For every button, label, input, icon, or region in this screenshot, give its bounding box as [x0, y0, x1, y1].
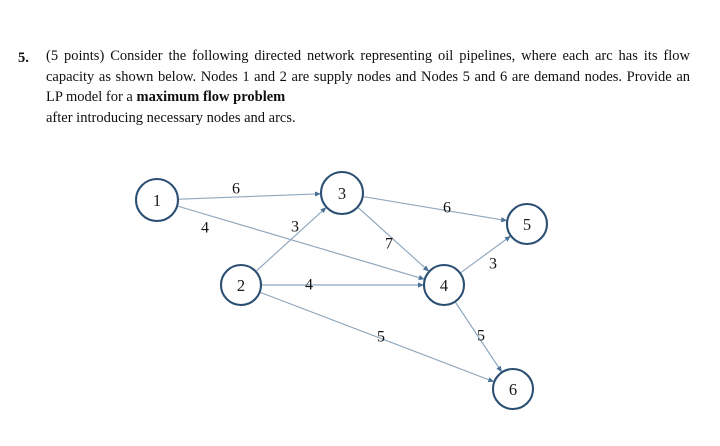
- arc-capacity-label-2-4: 4: [305, 277, 313, 294]
- node-label-3: 3: [338, 184, 346, 203]
- node-circle-2: [219, 263, 263, 307]
- arc-capacity-label-1-3: 6: [232, 181, 240, 198]
- arc-capacity-label-3-4: 7: [385, 236, 393, 253]
- arc-4-to-5: [460, 235, 511, 274]
- arc-capacity-label-3-5: 6: [443, 200, 451, 217]
- arc-capacity-label-2-3: 3: [291, 219, 299, 236]
- node-circle-1: [134, 177, 180, 223]
- arc-capacity-label-1-4: 4: [201, 220, 209, 237]
- node-circle-5: [505, 202, 549, 246]
- node-shapes-group: 1 2 3 4 5 6: [134, 170, 549, 411]
- arc-capacity-label-4-6: 5: [477, 328, 485, 345]
- arc-1-to-4: [177, 205, 425, 281]
- arc-3-to-5: [363, 196, 508, 223]
- question-bold-phrase: maximum flow problem: [136, 89, 286, 105]
- arc-1-to-3: [178, 191, 321, 200]
- question-line-1: (5 points) Consider the following direct…: [46, 48, 557, 64]
- arc-capacity-label-4-5: 3: [489, 256, 497, 273]
- node-label-5: 5: [523, 215, 531, 234]
- arc-2-to-6: [260, 291, 495, 383]
- node-circle-4: [422, 263, 466, 307]
- arc-2-to-3: [256, 207, 327, 272]
- node-label-1: 1: [153, 191, 161, 210]
- arc-4-to-6: [455, 302, 502, 373]
- question-line-4: after introducing necessary nodes and ar…: [46, 109, 296, 126]
- node-label-4: 4: [440, 276, 448, 295]
- question-line-2: each arc has its flow capacity as shown …: [46, 48, 690, 85]
- arc-3-to-4: [357, 207, 430, 272]
- node-label-6: 6: [509, 380, 517, 399]
- node-label-2: 2: [237, 276, 245, 295]
- question-block: 5. (5 points) Consider the following dir…: [18, 46, 690, 128]
- node-circle-3: [319, 170, 365, 216]
- node-circle-6: [491, 367, 535, 411]
- question-line-3-prefix: Nodes 5 and 6 are demand nodes. Provide …: [46, 68, 691, 106]
- arc-lines-group: [177, 191, 511, 383]
- arc-capacity-label-2-6: 5: [377, 329, 385, 346]
- arc-labels-group: 6 4 3 4 5 6 7 3 5: [201, 181, 497, 346]
- question-text: (5 points) Consider the following direct…: [46, 46, 690, 128]
- question-number: 5.: [18, 50, 29, 66]
